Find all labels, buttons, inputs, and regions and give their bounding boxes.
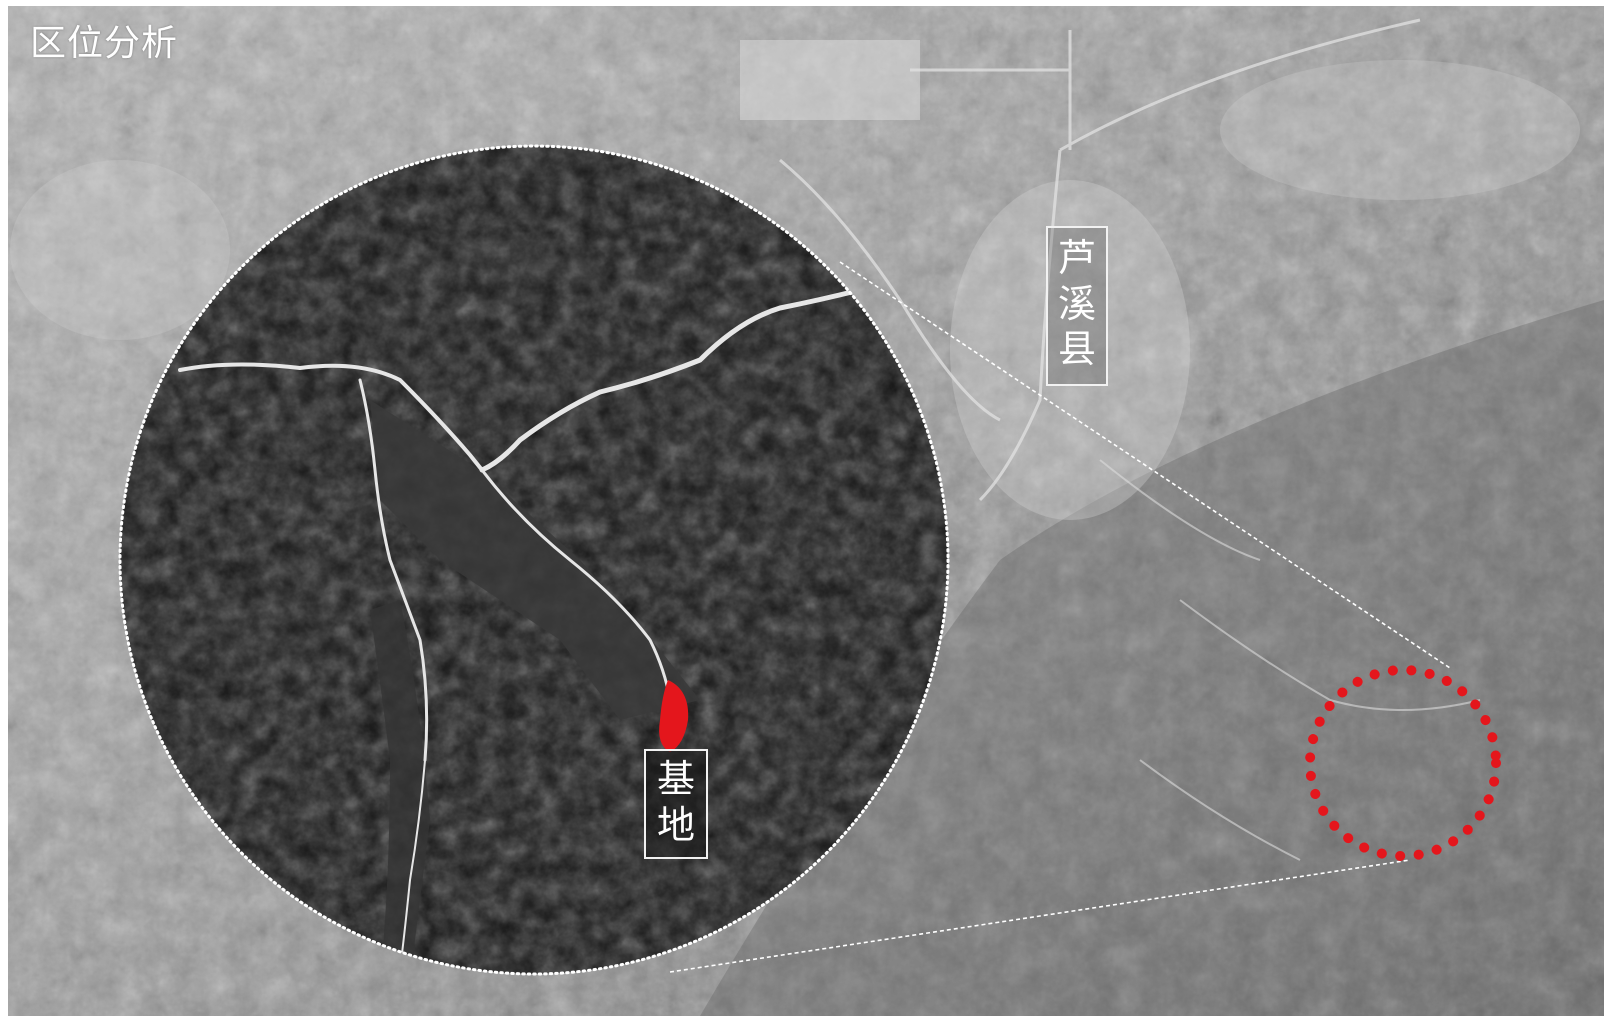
- page-title: 区位分析: [30, 23, 179, 64]
- inset-rivers: [178, 287, 863, 971]
- site-label: 基 地: [644, 749, 708, 859]
- inset-zoom-circle: [118, 144, 950, 976]
- county-label: 芦 溪 县: [1046, 226, 1108, 386]
- site-label-char: 地: [656, 802, 695, 847]
- valleys: [1099, 459, 1481, 861]
- target-ring-icon: [1305, 665, 1501, 861]
- inset-dotted-border: [118, 144, 950, 976]
- site-marker-icon: [659, 680, 689, 752]
- county-label-char: 芦: [1057, 236, 1096, 280]
- site-label-char: 基: [656, 757, 695, 801]
- county-label-char: 溪: [1057, 281, 1096, 326]
- roads: [779, 18, 1421, 502]
- county-label-char: 县: [1057, 327, 1096, 372]
- leader-lines: [669, 261, 1451, 973]
